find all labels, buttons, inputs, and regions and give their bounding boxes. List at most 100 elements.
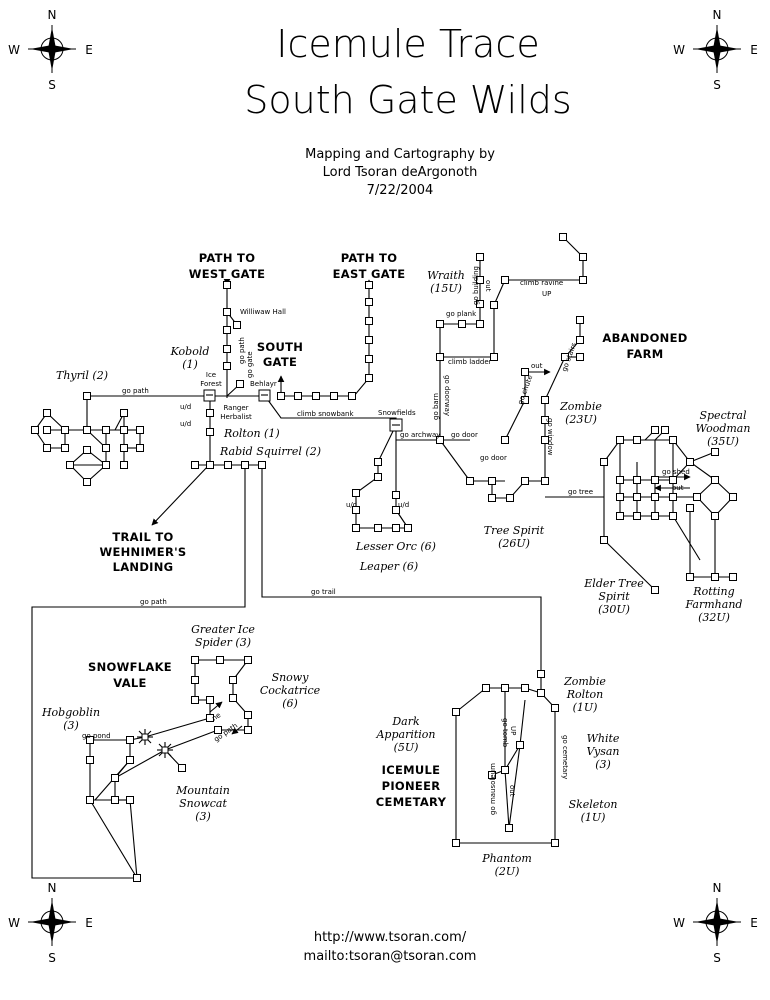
room-node xyxy=(294,392,302,400)
creature-mountain-snowcat: Mountain xyxy=(175,784,230,797)
room-node xyxy=(711,448,719,456)
room-node xyxy=(136,444,144,452)
creature-kobold: (1) xyxy=(182,358,198,371)
conn-go-path-vertical: go path xyxy=(238,337,246,364)
conn-go-ne: ne xyxy=(211,711,223,723)
conn-williwaw-hall: Williwaw Hall xyxy=(240,308,286,316)
room-node xyxy=(223,281,231,289)
label-snowflake-vale: SNOWFLAKE xyxy=(88,660,172,674)
room-node xyxy=(505,824,513,832)
room-node xyxy=(31,426,39,434)
creature-skeleton: Skeleton xyxy=(569,798,618,811)
room-node xyxy=(686,573,694,581)
room-node xyxy=(229,694,237,702)
room-node xyxy=(551,704,559,712)
creature-greater-ice-spider: Spider (3) xyxy=(195,636,251,649)
room-node xyxy=(559,233,567,241)
compass-letter: S xyxy=(713,78,721,92)
room-node xyxy=(83,392,91,400)
conn-up: UP xyxy=(509,726,517,735)
room-node xyxy=(488,494,496,502)
creature-mountain-snowcat: Snowcat xyxy=(179,797,227,810)
label-cemetary: PIONEER xyxy=(382,779,441,793)
room-node xyxy=(488,771,496,779)
room-node xyxy=(616,493,624,501)
compass-letter: S xyxy=(48,78,56,92)
room-node xyxy=(43,409,51,417)
compass-letter: S xyxy=(48,951,56,965)
creature-elder-tree-spirit: (30U) xyxy=(598,603,630,616)
room-node xyxy=(541,416,549,424)
conn-go-chute: go chute xyxy=(516,374,534,406)
room-node xyxy=(236,380,244,388)
room-node xyxy=(365,298,373,306)
creature-dark-apparition: Apparition xyxy=(375,728,435,741)
label-cemetary: ICEMULE xyxy=(382,763,441,777)
conn-go-gate: go gate xyxy=(246,351,254,378)
conn-go-barn: go barn xyxy=(432,393,440,420)
room-node xyxy=(61,444,69,452)
room-node xyxy=(482,684,490,692)
room-node xyxy=(501,766,509,774)
room-node xyxy=(277,392,285,400)
climb-point-icon xyxy=(157,742,173,758)
footer-mail-link[interactable]: mailto:tsoran@tsoran.com xyxy=(304,949,477,964)
room-node xyxy=(537,670,545,678)
room-node xyxy=(223,308,231,316)
room-node xyxy=(348,392,356,400)
room-node xyxy=(669,436,677,444)
label-trail-wehnimers: TRAIL TO xyxy=(112,530,173,544)
room-node xyxy=(579,253,587,261)
room-node xyxy=(241,461,249,469)
room-node xyxy=(120,461,128,469)
room-node xyxy=(576,353,584,361)
room-node xyxy=(365,336,373,344)
room-node xyxy=(490,353,498,361)
map-title-line2: South Gate Wilds xyxy=(244,78,571,122)
compass-letter: E xyxy=(750,43,758,57)
room-node xyxy=(651,493,659,501)
room-node xyxy=(352,524,360,532)
label-path-east-gate: EAST GATE xyxy=(333,267,406,281)
creature-white-vysan: (3) xyxy=(595,758,611,771)
conn-go-tree: go tree xyxy=(568,488,593,496)
creature-tree-spirit: (26U) xyxy=(498,537,530,550)
creature-rotting-farmhand: (32U) xyxy=(698,611,730,624)
room-node xyxy=(404,524,412,532)
room-node xyxy=(506,494,514,502)
room-node xyxy=(501,436,509,444)
room-node xyxy=(711,512,719,520)
conn-ranger-herbalist: Ranger xyxy=(223,404,248,412)
room-node xyxy=(729,573,737,581)
map-title-line1: Icemule Trace xyxy=(276,22,539,66)
room-node xyxy=(576,336,584,344)
room-node xyxy=(669,493,677,501)
conn-ud: u/d xyxy=(180,403,191,411)
room-node xyxy=(521,368,529,376)
creature-snowy-cockatrice: Snowy xyxy=(272,671,310,684)
room-node xyxy=(206,428,214,436)
room-node xyxy=(365,281,373,289)
label-trail-wehnimers: LANDING xyxy=(113,560,174,574)
creature-white-vysan: White xyxy=(587,732,620,745)
conn-go-window: go window xyxy=(546,418,554,456)
compass-letter: W xyxy=(673,916,685,930)
room-node xyxy=(521,477,529,485)
credit-line2: Lord Tsoran deArgonoth xyxy=(323,165,478,180)
footer-url-link[interactable]: http://www.tsoran.com/ xyxy=(314,930,467,945)
creature-thyril: Thyril (2) xyxy=(56,369,108,382)
label-path-east-gate: PATH TO xyxy=(341,251,398,265)
creature-spectral-woodman: Spectral xyxy=(699,409,746,422)
label-south-gate: GATE xyxy=(263,355,297,369)
room-node xyxy=(392,506,400,514)
room-node xyxy=(86,756,94,764)
room-node xyxy=(711,476,719,484)
creature-phantom: Phantom xyxy=(481,852,532,865)
room-node xyxy=(86,736,94,744)
room-node xyxy=(120,409,128,417)
room-node xyxy=(521,684,529,692)
conn-ud: u/d xyxy=(180,420,191,428)
conn-out: out xyxy=(672,484,684,492)
